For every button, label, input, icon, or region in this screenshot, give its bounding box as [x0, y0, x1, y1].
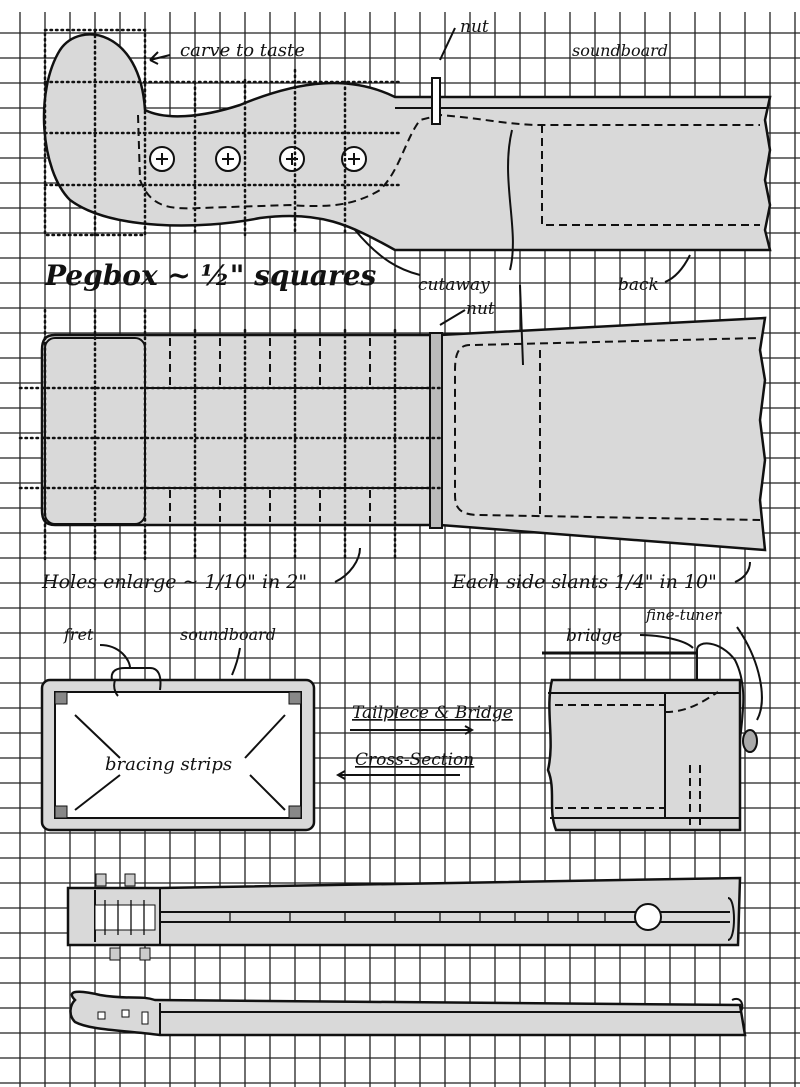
tuning-peg-icon — [109, 947, 121, 961]
fine-tuner-icon — [742, 729, 758, 753]
label-cutaway: cutaway — [418, 275, 490, 295]
page-title: Pegbox ~ ½" squares — [44, 259, 377, 292]
label-holes-enlarge: Holes enlarge ~ 1/10" in 2" — [41, 571, 307, 593]
label-nut: nut — [460, 17, 489, 37]
label-soundboard: soundboard — [572, 41, 668, 60]
label-back: back — [618, 275, 659, 295]
label-carve-to-taste: carve to taste — [180, 40, 305, 61]
label-nut-top-view: nut — [466, 299, 495, 319]
pegbox-top-view — [18, 284, 767, 583]
label-bracing-strips: bracing strips — [105, 754, 232, 775]
label-soundboard-cross-section: soundboard — [180, 625, 276, 644]
label-fine-tuner: fine-tuner — [645, 606, 722, 624]
full-plan-view — [66, 873, 742, 961]
tuning-peg-icon — [124, 873, 136, 887]
label-bridge: bridge — [566, 626, 622, 646]
cross-section — [40, 644, 475, 832]
tuning-peg-icon — [139, 947, 151, 961]
peg-holes — [149, 146, 367, 172]
pegbox-side-view — [42, 27, 772, 283]
label-tailpiece-bridge: Tailpiece & Bridge — [352, 703, 513, 723]
label-cross-section: Cross-Section — [355, 750, 474, 770]
full-side-view — [69, 990, 747, 1037]
label-side-slants: Each side slants 1/4" in 10" — [451, 571, 717, 593]
tailpiece-bridge — [542, 626, 763, 832]
tuning-peg-icon — [95, 873, 107, 887]
label-fret: fret — [63, 625, 94, 644]
